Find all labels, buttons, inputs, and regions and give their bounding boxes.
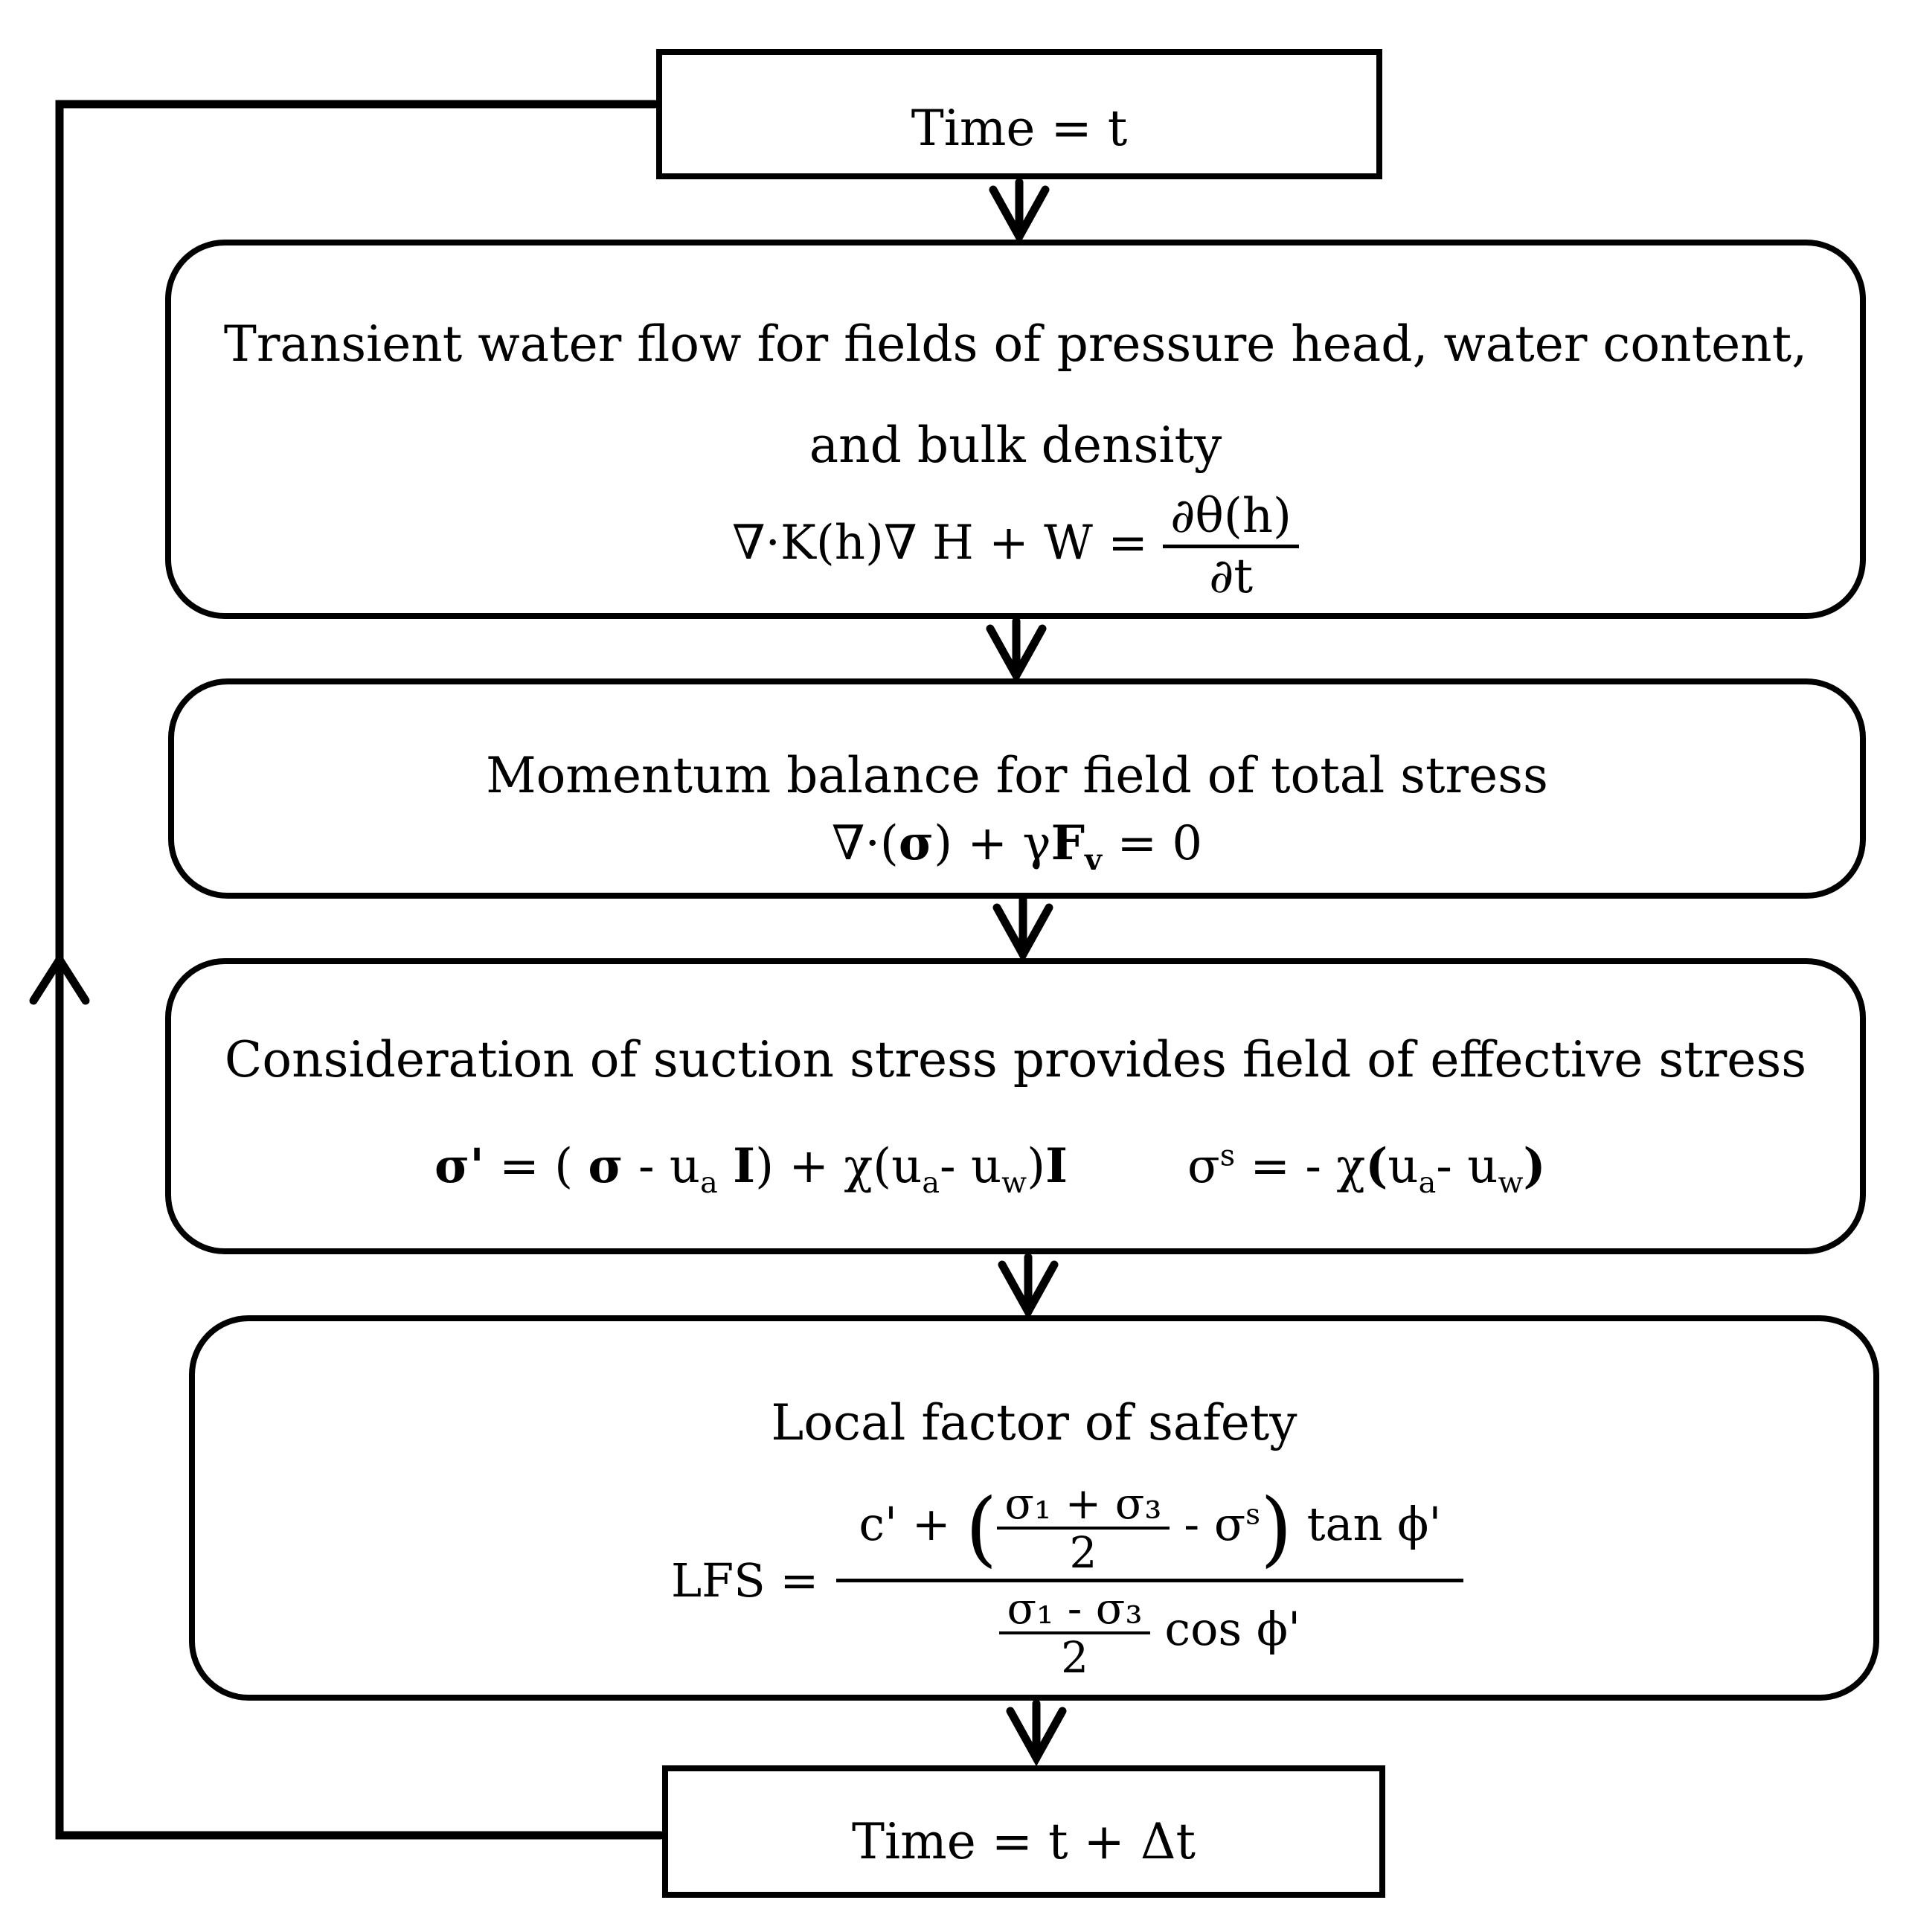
eq-part: - u <box>939 1139 1002 1194</box>
inner-denominator: 2 <box>1069 1527 1097 1578</box>
paren: ) <box>1523 1138 1546 1194</box>
eq-part: u <box>1388 1139 1419 1194</box>
den-denominator: 2 <box>1061 1632 1089 1683</box>
lfs-title: Local factor of safety <box>771 1394 1297 1451</box>
arrow-3-head <box>992 903 1053 963</box>
effective-stress-equation: σ' = ( σ - ua I) + χ(ua- uw)I <box>434 1143 1068 1198</box>
time-end-label: Time = t + Δt <box>852 1813 1196 1870</box>
momentum-eq-part: ∇·( <box>831 816 899 871</box>
eq-part: - σ <box>1169 1497 1246 1552</box>
lfs-lhs: LFS = <box>671 1553 819 1608</box>
eq-part: = - χ <box>1235 1139 1366 1194</box>
transient-title-line1: Transient water flow for fields of press… <box>223 315 1808 373</box>
richards-lhs: ∇·K(h)∇ H + W = <box>731 516 1148 571</box>
arrow-5-head <box>1006 1707 1067 1767</box>
eq-part: = ( <box>484 1139 588 1194</box>
feedback-loop-arrowhead <box>29 951 90 1005</box>
stress-tensor-symbol: σ <box>898 815 934 871</box>
total-stress-symbol: σ <box>588 1138 623 1194</box>
eq-part: ) + χ(u <box>755 1139 923 1194</box>
transient-flow-box: Transient water flow for fields of press… <box>165 240 1866 619</box>
time-start-box: Time = t <box>656 49 1382 179</box>
momentum-title: Momentum balance for field of total stre… <box>486 747 1548 804</box>
arrow-2-head <box>986 624 1047 684</box>
subscript: a <box>700 1165 718 1200</box>
fraction-bar <box>1163 545 1300 548</box>
paren: ) <box>1260 1480 1292 1576</box>
richards-equation: ∇·K(h)∇ H + W = ∂θ(h) ∂t <box>171 492 1860 600</box>
identity-symbol: I <box>733 1138 756 1194</box>
arrow-1-head <box>989 185 1050 245</box>
subscript: w <box>1001 1165 1027 1200</box>
fraction-bar <box>997 1527 1170 1530</box>
inner-numerator: σ₁ + σ₃ <box>1004 1478 1162 1529</box>
subscript: a <box>1418 1165 1437 1200</box>
time-start-label: Time = t <box>911 100 1128 157</box>
momentum-eq-part: ) + γ <box>934 816 1051 871</box>
time-end-box: Time = t + Δt <box>662 1765 1385 1898</box>
momentum-box: Momentum balance for field of total stre… <box>168 678 1866 899</box>
eq-part: ) <box>1027 1139 1046 1194</box>
superscript: s <box>1219 1138 1236 1173</box>
effective-stress-symbol: σ' <box>434 1138 484 1194</box>
richards-denominator: ∂t <box>1209 549 1254 604</box>
subscript: w <box>1498 1165 1524 1200</box>
body-force-subscript: v <box>1085 842 1103 877</box>
feedback-loop-line <box>55 100 665 1840</box>
momentum-equation: ∇·(σ) + γFv = 0 <box>174 820 1860 875</box>
suction-stress-equation: σs = - χ(ua- uw) <box>1187 1141 1546 1198</box>
eq-part: c' + <box>859 1497 966 1552</box>
richards-numerator: ∂θ(h) <box>1170 489 1292 544</box>
body-force-symbol: F <box>1050 815 1085 871</box>
suction-stress-box: Consideration of suction stress provides… <box>165 958 1866 1254</box>
eq-part: σ <box>1187 1139 1220 1194</box>
transient-title-line2: and bulk density <box>809 417 1222 474</box>
fraction-bar <box>836 1579 1464 1582</box>
eq-part: - u <box>1436 1139 1498 1194</box>
eq-part: tan ϕ' <box>1292 1497 1442 1552</box>
paren: ( <box>965 1480 998 1576</box>
identity-symbol: I <box>1045 1138 1068 1194</box>
momentum-eq-part: = 0 <box>1102 816 1203 871</box>
fraction-bar <box>999 1631 1150 1634</box>
arrow-4-head <box>998 1260 1059 1320</box>
suction-title: Consideration of suction stress provides… <box>224 1031 1807 1088</box>
den-numerator: σ₁ - σ₃ <box>1007 1583 1143 1634</box>
lfs-box: Local factor of safety LFS = c' + (σ₁ + … <box>189 1315 1879 1701</box>
eq-part: cos ϕ' <box>1149 1602 1301 1657</box>
richards-fraction: ∂θ(h) ∂t <box>1163 489 1300 604</box>
subscript: a <box>922 1165 940 1200</box>
eq-part: - u <box>623 1139 701 1194</box>
superscript: s <box>1245 1498 1260 1532</box>
paren: ( <box>1365 1138 1388 1194</box>
